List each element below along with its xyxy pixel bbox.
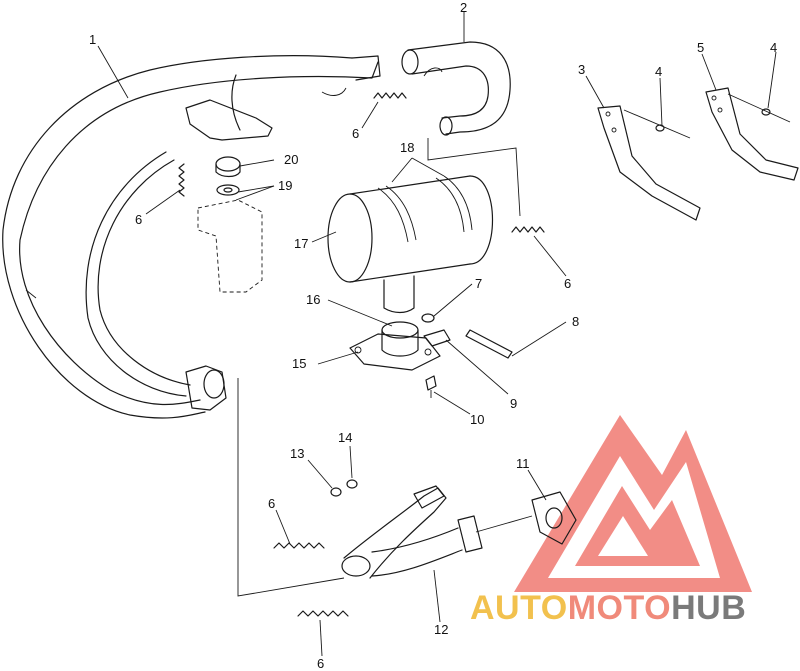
mounting-bracket-right — [705, 87, 799, 181]
callout-9: 9 — [510, 396, 517, 411]
callout-3: 3 — [578, 62, 585, 77]
spring-bottom — [297, 610, 349, 617]
lock-nut — [421, 313, 435, 323]
callout-6-left: 6 — [135, 212, 142, 227]
y-pipe — [341, 485, 483, 579]
muffler — [327, 175, 493, 314]
callout-6-bottom: 6 — [317, 656, 324, 671]
washer-pair — [216, 184, 240, 196]
spring-top-center — [373, 92, 407, 99]
callout-10: 10 — [470, 412, 484, 427]
watermark-moto: MOTO — [568, 589, 671, 627]
spring-bottom-left — [273, 542, 325, 549]
clamp-bracket — [423, 329, 451, 347]
triangle-m-logo-icon — [514, 415, 752, 592]
callout-4-right: 4 — [770, 40, 777, 55]
spring-right — [511, 226, 545, 233]
callout-18: 18 — [400, 140, 414, 155]
expansion-chamber-pipe — [2, 55, 381, 419]
callout-2: 2 — [460, 0, 467, 15]
callout-13: 13 — [290, 446, 304, 461]
callout-8: 8 — [572, 314, 579, 329]
outlet-flange-plate — [349, 333, 441, 371]
callout-1: 1 — [89, 32, 96, 47]
callout-4-left: 4 — [655, 64, 662, 79]
callout-5: 5 — [697, 40, 704, 55]
callout-6-right: 6 — [564, 276, 571, 291]
watermark-auto: AUTO — [470, 589, 568, 627]
callout-6-top: 6 — [352, 126, 359, 141]
callout-14: 14 — [338, 430, 352, 445]
dashed-bracket-outline — [197, 199, 263, 293]
curved-pipe — [401, 41, 511, 136]
callout-15: 15 — [292, 356, 306, 371]
callout-12: 12 — [434, 622, 448, 637]
flange-nut — [330, 487, 342, 497]
callout-7: 7 — [475, 276, 482, 291]
callout-6-lower-left: 6 — [268, 496, 275, 511]
callout-11: 11 — [516, 456, 530, 471]
callout-labels: 1 2 3 4 5 4 6 6 6 6 6 7 8 9 10 11 12 13 … — [89, 0, 777, 671]
leader-lines — [97, 12, 777, 657]
tailpipe-rod — [465, 329, 513, 359]
callout-17: 17 — [294, 236, 308, 251]
watermark-hub: HUB — [671, 589, 746, 627]
callout-16: 16 — [306, 292, 320, 307]
watermark-text: AUTOMOTOHUB — [470, 589, 746, 627]
mounting-bolt — [425, 375, 437, 398]
bracket-bolt-right — [727, 93, 791, 123]
grommet-cap — [215, 156, 241, 178]
mounting-bracket-left — [597, 105, 701, 221]
callout-19: 19 — [278, 178, 292, 193]
outlet-tube — [381, 321, 419, 357]
callout-20: 20 — [284, 152, 298, 167]
pipe-end-coupler — [185, 365, 227, 411]
exhaust-gasket — [531, 491, 577, 545]
reference-lines — [237, 138, 533, 597]
bracket-bolt-left — [623, 109, 691, 139]
flange-washer — [346, 479, 358, 489]
spring-left-vertical — [178, 163, 185, 197]
